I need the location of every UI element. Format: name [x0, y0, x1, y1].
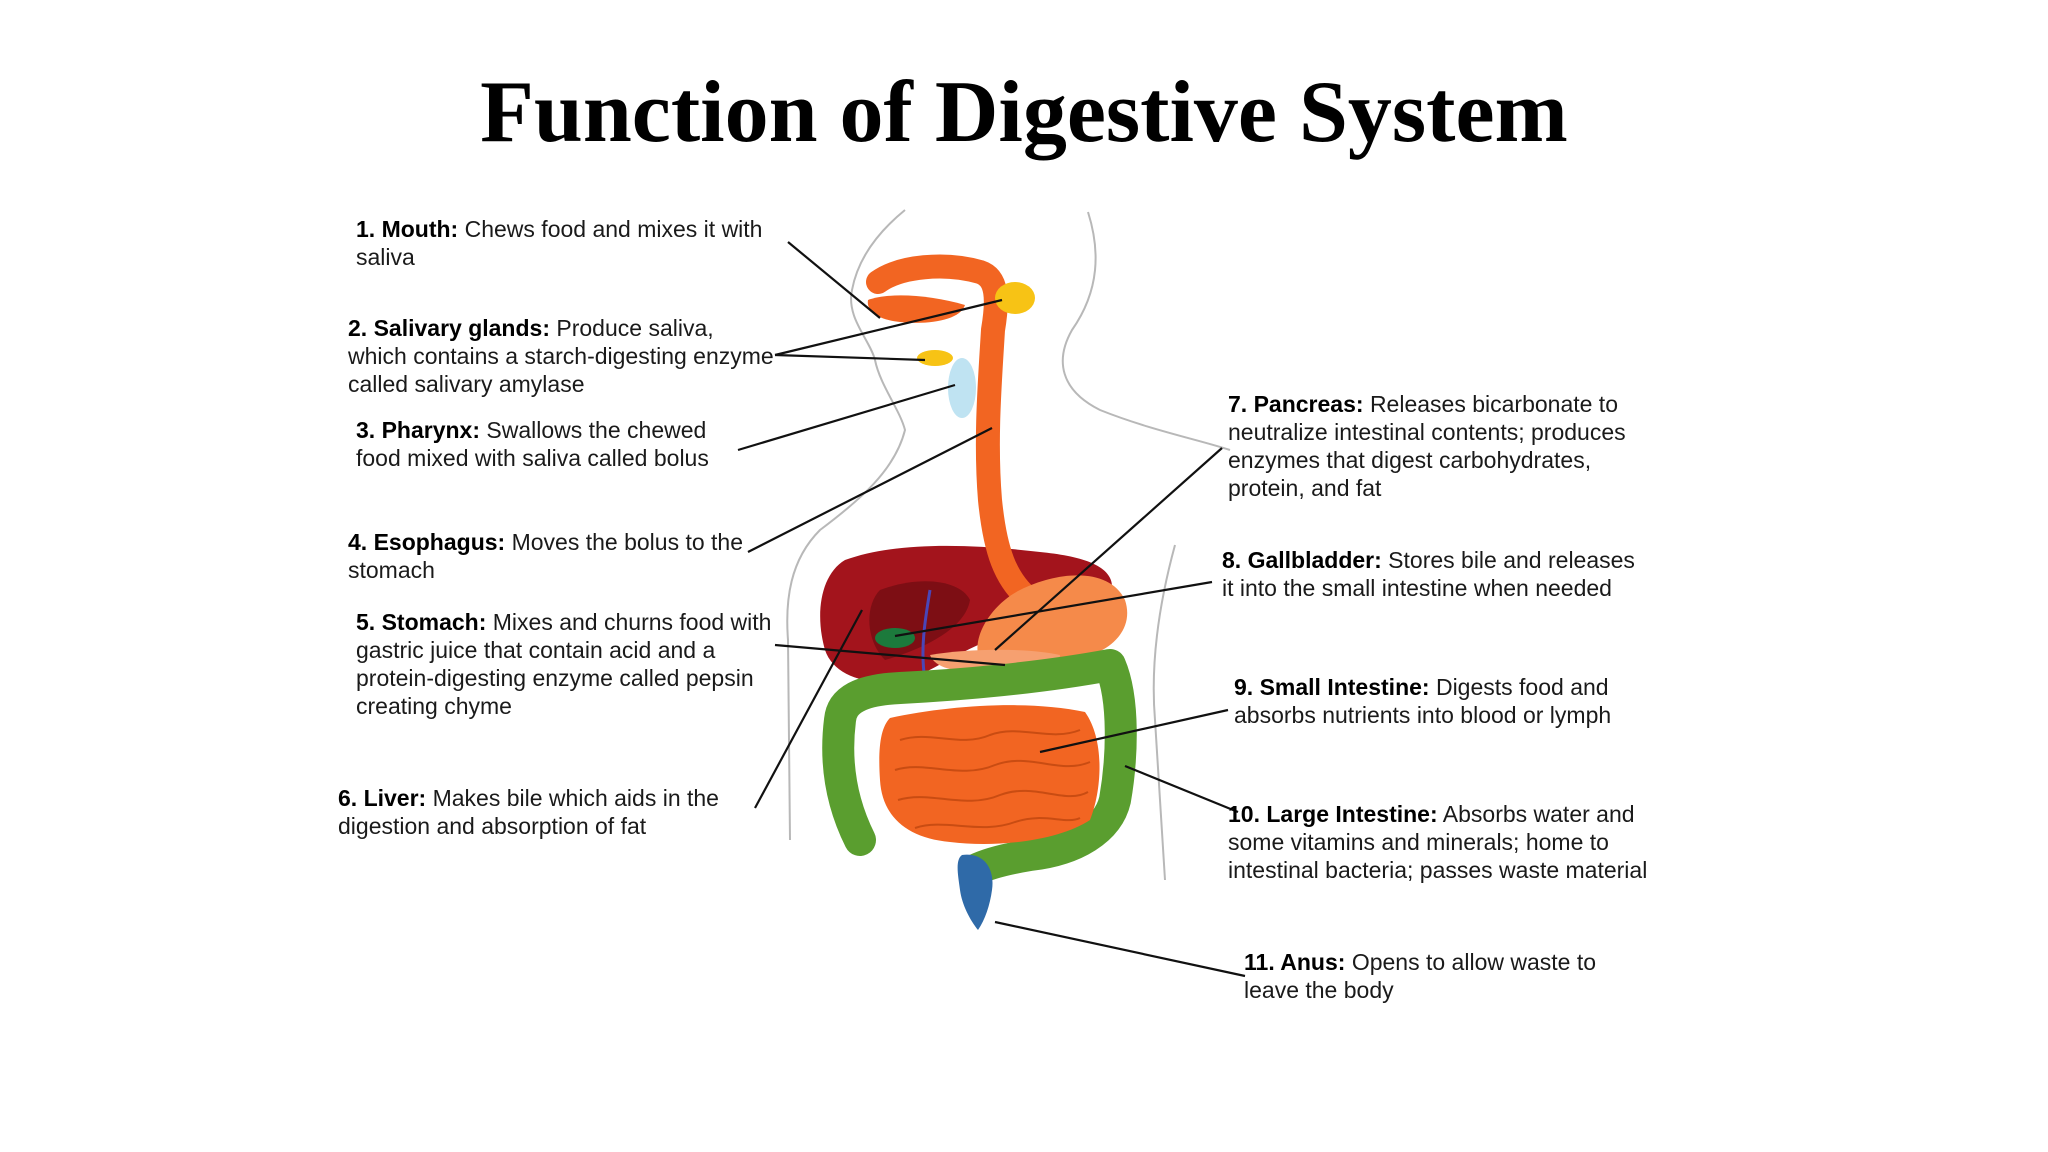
label-small-intestine-name: Small Intestine:	[1259, 674, 1430, 700]
body-outline	[786, 209, 1231, 881]
label-pharynx: 3. Pharynx: Swallows the chewed food mix…	[356, 416, 736, 472]
label-esophagus: 4. Esophagus: Moves the bolus to the sto…	[348, 528, 748, 584]
leader-line-liver	[754, 609, 863, 809]
label-pharynx-desc: Swallows the chewed food mixed with sali…	[356, 417, 709, 471]
label-pancreas: 7. Pancreas: Releases bicarbonate to neu…	[1228, 390, 1668, 502]
leader-line-pharynx	[737, 383, 956, 452]
label-pancreas-desc: Releases bicarbonate to neutralize intes…	[1228, 391, 1626, 501]
label-liver: 6. Liver: Makes bile which aids in the d…	[338, 784, 758, 840]
label-esophagus-desc: Moves the bolus to the stomach	[348, 529, 744, 583]
label-mouth-number: 1.	[356, 216, 376, 242]
label-salivary-name: Salivary glands:	[373, 315, 550, 341]
label-small-intestine-number: 9.	[1234, 674, 1254, 700]
label-esophagus-name: Esophagus:	[373, 529, 506, 555]
salivary-gland-sublingual	[917, 350, 953, 366]
label-salivary-desc: Produce saliva, which contains a starch-…	[348, 315, 774, 397]
mouth-shape	[867, 295, 965, 323]
label-stomach-number: 5.	[356, 609, 376, 635]
label-liver-desc: Makes bile which aids in the digestion a…	[338, 785, 719, 839]
stomach-shape	[977, 575, 1128, 667]
label-esophagus-number: 4.	[348, 529, 368, 555]
leader-line-salivary-lower	[774, 353, 926, 362]
rectum-shape	[957, 854, 993, 930]
label-large-intestine-name: Large Intestine:	[1266, 801, 1438, 827]
leader-line-gallbladder	[894, 580, 1213, 638]
leader-lines	[737, 241, 1246, 978]
label-large-intestine: 10. Large Intestine: Absorbs water and s…	[1228, 800, 1668, 884]
leader-line-esophagus	[747, 427, 993, 553]
label-gallbladder-desc: Stores bile and releases it into the sma…	[1222, 547, 1635, 601]
small-intestine-folds	[894, 729, 1091, 829]
leader-line-pancreas	[994, 447, 1223, 651]
label-pharynx-number: 3.	[356, 417, 376, 443]
label-anus: 11. Anus: Opens to allow waste to leave …	[1244, 948, 1644, 1004]
label-stomach-desc: Mixes and churns food with gastric juice…	[356, 609, 772, 719]
label-mouth-desc: Chews food and mixes it with saliva	[356, 216, 763, 270]
label-anus-name: Anus:	[1280, 949, 1346, 975]
label-anus-number: 11.	[1244, 949, 1275, 975]
label-gallbladder-number: 8.	[1222, 547, 1242, 573]
label-large-intestine-number: 10.	[1228, 801, 1260, 827]
label-pharynx-name: Pharynx:	[381, 417, 481, 443]
label-small-intestine: 9. Small Intestine: Digests food and abs…	[1234, 673, 1634, 729]
small-intestine-shape	[879, 705, 1100, 844]
label-mouth: 1. Mouth: Chews food and mixes it with s…	[356, 215, 786, 271]
leader-line-mouth	[787, 241, 881, 319]
label-pancreas-name: Pancreas:	[1253, 391, 1364, 417]
label-stomach-name: Stomach:	[381, 609, 487, 635]
label-salivary-glands: 2. Salivary glands: Produce saliva, whic…	[348, 314, 778, 398]
esophagus-shape	[866, 254, 1042, 612]
large-intestine-shape	[822, 649, 1137, 886]
leader-line-stomach	[774, 643, 1006, 667]
label-gallbladder-name: Gallbladder:	[1247, 547, 1382, 573]
label-mouth-name: Mouth:	[381, 216, 459, 242]
label-anus-desc: Opens to allow waste to leave the body	[1244, 949, 1597, 1003]
page-title: Function of Digestive System	[480, 64, 1568, 161]
leader-line-salivary-upper	[774, 298, 1003, 357]
gallbladder-shape	[875, 628, 915, 648]
pharynx-shape	[948, 358, 976, 418]
leader-line-small-intestine	[1039, 708, 1229, 754]
label-gallbladder: 8. Gallbladder: Stores bile and releases…	[1222, 546, 1642, 602]
leader-line-large-intestine	[1124, 764, 1239, 814]
label-liver-name: Liver:	[363, 785, 427, 811]
salivary-gland-parotid	[995, 282, 1035, 314]
label-salivary-number: 2.	[348, 315, 368, 341]
label-stomach: 5. Stomach: Mixes and churns food with g…	[356, 608, 776, 720]
label-pancreas-number: 7.	[1228, 391, 1248, 417]
label-large-intestine-desc: Absorbs water and some vitamins and mine…	[1228, 801, 1648, 883]
leader-line-anus	[994, 920, 1246, 978]
label-small-intestine-desc: Digests food and absorbs nutrients into …	[1234, 674, 1612, 728]
label-liver-number: 6.	[338, 785, 358, 811]
